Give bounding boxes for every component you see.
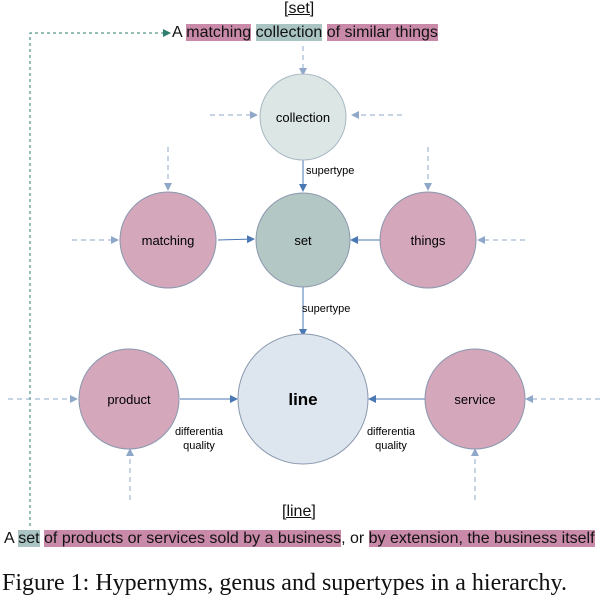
top-definition-segment: collection — [255, 24, 323, 41]
bottom-definition-segment: A — [4, 530, 19, 547]
edge-label-supertype-lower: supertype — [302, 303, 350, 315]
bottom-definition-segment: of products or services sold by a busine… — [44, 530, 342, 547]
bottom-definition-segment: set — [18, 530, 40, 547]
node-service: service — [424, 348, 526, 450]
svg-text:collection: collection — [276, 110, 330, 125]
edge-label-quality-left: quality — [183, 440, 215, 452]
edge-label-quality-right: quality — [375, 440, 407, 452]
edge-label-differentia-right: differentia — [367, 426, 416, 438]
node-collection: collection — [259, 73, 347, 161]
node-product: product — [78, 348, 180, 450]
svg-text:set: set — [294, 233, 312, 248]
svg-text:things: things — [411, 233, 446, 248]
top-definition-segment: A — [172, 24, 187, 41]
edge-label-supertype-upper: supertype — [306, 165, 354, 177]
bottom-definition-segment: by extension, the business itself — [368, 530, 595, 547]
svg-text:product: product — [107, 392, 151, 407]
edge-label-differentia-left: differentia — [175, 426, 224, 438]
svg-text:line: line — [288, 390, 317, 409]
svg-text:matching: matching — [142, 233, 195, 248]
node-things: things — [379, 191, 477, 289]
definition-link-line — [29, 29, 171, 526]
bottom-definition: A set of products or services sold by a … — [4, 530, 595, 548]
top-term: [set] — [284, 0, 315, 17]
top-definition: A matching collection of similar things — [172, 24, 438, 42]
bottom-definition-segment: , or — [341, 530, 369, 547]
svg-text:service: service — [454, 392, 495, 407]
top-definition-segment: of similar things — [326, 24, 438, 41]
arrow-matching-to-set — [217, 235, 255, 244]
figure-caption: Figure 1: Hypernyms, genus and supertype… — [2, 570, 567, 596]
node-matching: matching — [119, 191, 217, 289]
node-line: line — [237, 333, 369, 465]
bottom-term: [line] — [282, 503, 316, 520]
diagram-svg: collection matching set things product l… — [8, 29, 600, 526]
node-set: set — [255, 192, 351, 288]
top-definition-segment: matching — [186, 24, 252, 41]
